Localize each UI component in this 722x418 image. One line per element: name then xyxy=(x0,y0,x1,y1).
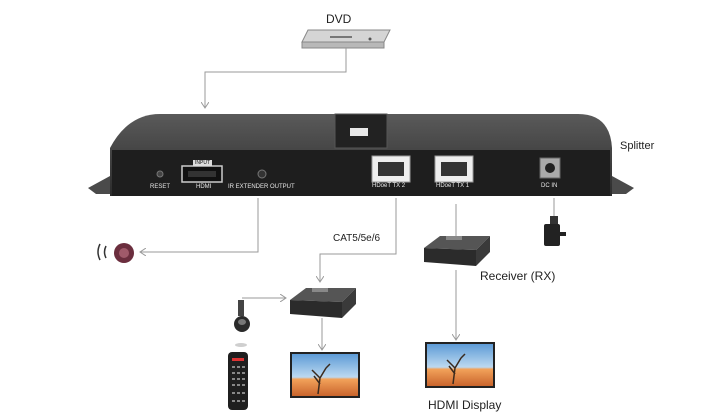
dvd-connector-line xyxy=(205,48,347,108)
hdmi-display-1-icon xyxy=(290,352,360,398)
receiver-rx-device xyxy=(424,236,490,266)
hdmi-display-2-icon xyxy=(425,342,495,388)
hdmi-label: HDMI xyxy=(196,184,212,190)
tx2-label: HDoeT TX 2 xyxy=(372,183,406,189)
splitter-device xyxy=(88,113,634,196)
remote-control-icon xyxy=(228,352,248,410)
ir-receiver-icon xyxy=(234,297,250,347)
ir-emitter-icon xyxy=(97,243,134,263)
splitter-label: Splitter xyxy=(620,140,655,152)
receiver-rx-2-device xyxy=(290,288,356,318)
tx1-label: HDoeT TX 1 xyxy=(436,183,470,189)
dvd-player-icon xyxy=(301,29,391,49)
ir-output-jack[interactable] xyxy=(257,169,267,179)
input-label: INPUT xyxy=(193,160,212,166)
cable-label: CAT5/5e/6 xyxy=(333,233,381,244)
dc-in-label: DC IN xyxy=(541,183,558,189)
ir-connector-line xyxy=(140,198,259,252)
hdmi-display-label: HDMI Display xyxy=(428,398,502,412)
tx2-connector-line xyxy=(320,198,397,282)
reset-label: RESET xyxy=(150,184,171,190)
reset-button[interactable] xyxy=(156,170,164,178)
ir-extender-output-label: IR EXTENDER OUTPUT xyxy=(228,184,295,190)
receiver-label: Receiver (RX) xyxy=(480,269,556,283)
dvd-label: DVD xyxy=(326,12,352,26)
power-adapter-icon xyxy=(544,216,566,246)
